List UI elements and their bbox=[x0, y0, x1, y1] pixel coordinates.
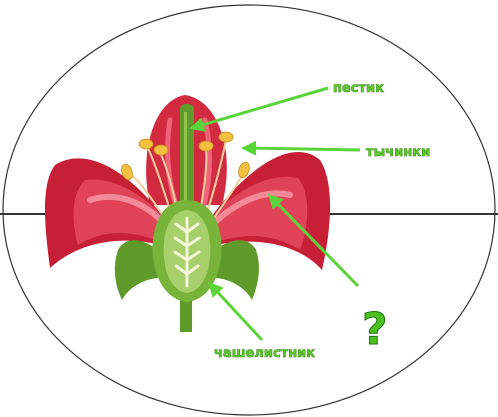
arrow-pistil bbox=[192, 88, 328, 128]
label-unknown: ? bbox=[362, 304, 388, 355]
arrow-stamens bbox=[244, 148, 360, 150]
label-stamens: тычинки bbox=[366, 145, 430, 160]
label-pistil: пестик bbox=[333, 81, 384, 96]
label-sepal: чашелистник bbox=[214, 346, 315, 361]
